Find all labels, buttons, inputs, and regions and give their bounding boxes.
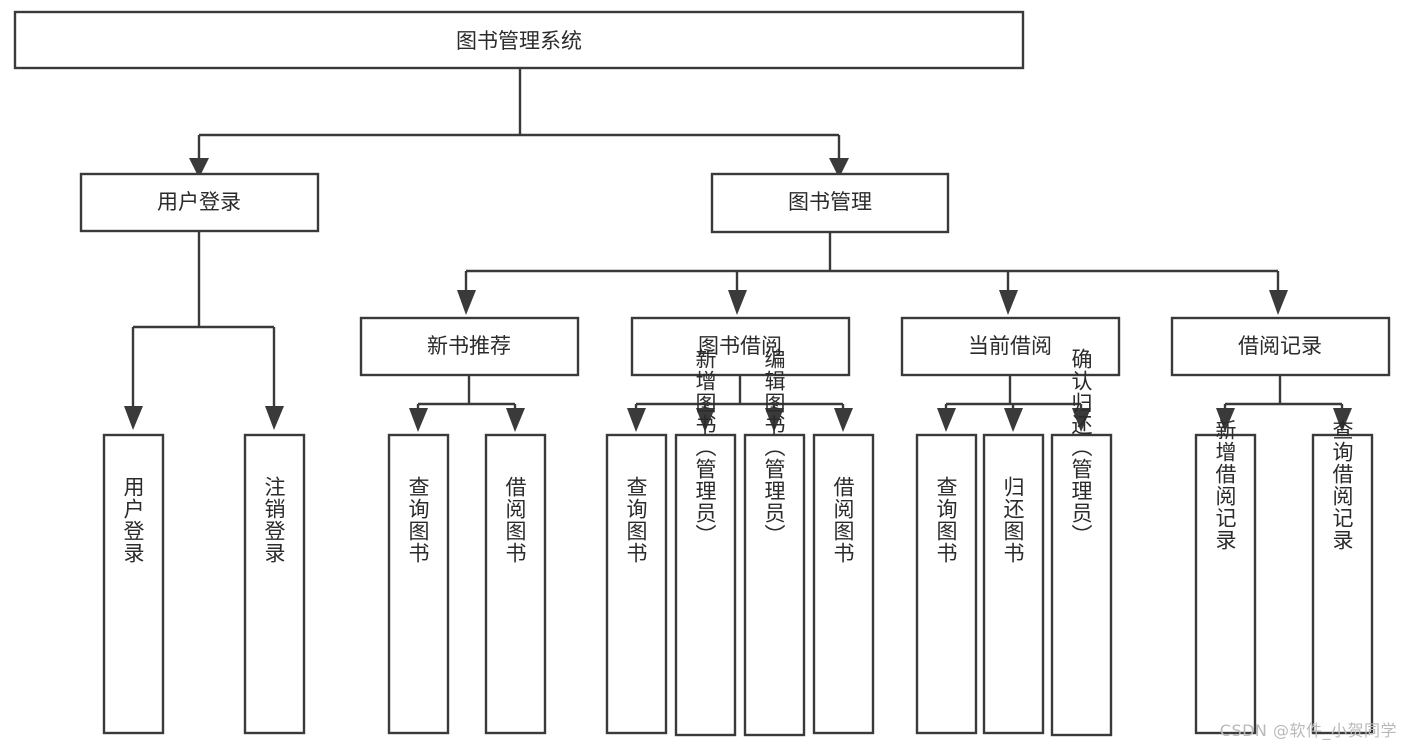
arrowhead-leaf-borrow-add xyxy=(696,408,715,432)
node-leaf-borrow-add[interactable]: 新增图书（管理员） xyxy=(674,348,737,737)
node-leaf-cur-query-box[interactable] xyxy=(915,433,978,735)
arrowhead-leaf-borrow-do xyxy=(834,408,853,432)
arrowhead-book-borrow xyxy=(728,290,747,315)
node-new-book-rec[interactable]: 新书推荐 xyxy=(359,316,580,377)
node-leaf-rec-add-label: 新增借阅记录 xyxy=(1213,419,1237,551)
node-leaf-rec-borrow[interactable]: 借阅图书 xyxy=(484,433,547,735)
node-borrow-record-label: 借阅记录 xyxy=(1238,334,1322,358)
node-leaf-borrow-edit[interactable]: 编辑图书（管理员） xyxy=(743,348,806,737)
arrowhead-leaf-borrow-edit xyxy=(765,408,784,432)
node-root-box[interactable] xyxy=(13,10,1025,70)
arrowhead-leaf-rec-add xyxy=(1216,408,1235,432)
arrowhead-leaf-rec-borrow xyxy=(506,408,525,432)
node-leaf-cur-confirm-box[interactable] xyxy=(1050,433,1113,737)
node-leaf-cur-query[interactable]: 查询图书 xyxy=(915,433,978,735)
node-current-borrow[interactable]: 当前借阅 xyxy=(900,316,1121,377)
node-leaf-borrow-edit-box[interactable] xyxy=(743,433,806,737)
node-current-borrow-box[interactable] xyxy=(900,316,1121,377)
node-user-login-box[interactable] xyxy=(79,172,320,233)
node-leaf-rec-query2-box[interactable] xyxy=(1311,433,1374,735)
node-book-borrow[interactable]: 图书借阅 xyxy=(630,316,851,377)
node-book-borrow-label: 图书借阅 xyxy=(698,334,782,358)
arrowhead-userlogin xyxy=(189,158,209,178)
node-current-borrow-label: 当前借阅 xyxy=(968,334,1052,358)
node-borrow-record-box[interactable] xyxy=(1170,316,1391,377)
node-leaf-borrow-add-label: 新增图书（管理员） xyxy=(693,348,717,546)
arrowhead-new-book-rec xyxy=(457,290,476,315)
node-leaf-borrow-do-box[interactable] xyxy=(812,433,875,735)
node-leaf-user-login-box[interactable] xyxy=(102,433,165,735)
arrowhead-leaf-rec-query2 xyxy=(1333,408,1352,432)
node-leaf-borrow-query-label: 查询图书 xyxy=(624,476,648,564)
node-leaf-user-login-label: 用户登录 xyxy=(121,476,145,564)
arrowhead-leaf-cur-query xyxy=(937,408,956,432)
arrowhead-leaf-rec-query xyxy=(409,408,428,432)
node-book-manage-box[interactable] xyxy=(710,172,950,234)
arrowhead-leaf-user-login xyxy=(124,406,143,430)
node-leaf-rec-add[interactable]: 新增借阅记录 xyxy=(1194,419,1257,735)
node-book-borrow-box[interactable] xyxy=(630,316,851,377)
node-user-login-label: 用户登录 xyxy=(157,190,241,214)
node-root[interactable]: 图书管理系统 xyxy=(13,10,1025,70)
node-leaf-borrow-edit-label: 编辑图书（管理员） xyxy=(762,348,786,546)
node-leaf-cur-query-label: 查询图书 xyxy=(934,476,958,564)
node-leaf-cur-return-label: 归还图书 xyxy=(1001,476,1025,564)
node-leaf-borrow-do[interactable]: 借阅图书 xyxy=(812,433,875,735)
node-book-manage[interactable]: 图书管理 xyxy=(710,172,950,234)
node-leaf-rec-add-box[interactable] xyxy=(1194,433,1257,735)
node-leaf-rec-borrow-box[interactable] xyxy=(484,433,547,735)
arrowhead-leaf-cur-return xyxy=(1004,408,1023,432)
node-leaf-user-logout[interactable]: 注销登录 xyxy=(243,433,306,735)
arrowhead-bookmanage xyxy=(829,158,849,178)
node-leaf-borrow-do-label: 借阅图书 xyxy=(831,476,855,564)
node-user-login[interactable]: 用户登录 xyxy=(79,172,320,233)
node-leaf-cur-confirm-label: 确认归还（管理员） xyxy=(1069,348,1093,546)
connector-group xyxy=(124,68,1352,432)
arrowhead-borrow-record xyxy=(1269,290,1288,315)
node-leaf-rec-query[interactable]: 查询图书 xyxy=(387,433,450,735)
node-leaf-borrow-add-box[interactable] xyxy=(674,433,737,737)
arrowhead-leaf-cur-confirm xyxy=(1072,408,1091,432)
node-leaf-cur-return-box[interactable] xyxy=(982,433,1045,735)
node-leaf-cur-confirm[interactable]: 确认归还（管理员） xyxy=(1050,348,1113,737)
node-root-label: 图书管理系统 xyxy=(456,29,582,53)
node-leaf-borrow-query[interactable]: 查询图书 xyxy=(605,433,668,735)
node-leaf-rec-borrow-label: 借阅图书 xyxy=(503,476,527,564)
node-leaf-rec-query2-label: 查询借阅记录 xyxy=(1330,419,1354,551)
node-leaf-borrow-query-box[interactable] xyxy=(605,433,668,735)
node-leaf-rec-query-box[interactable] xyxy=(387,433,450,735)
arrowhead-leaf-borrow-query xyxy=(627,408,646,432)
node-book-manage-label: 图书管理 xyxy=(788,190,872,214)
node-leaf-user-logout-label: 注销登录 xyxy=(262,476,286,564)
node-new-book-rec-label: 新书推荐 xyxy=(427,334,511,358)
node-leaf-rec-query-label: 查询图书 xyxy=(406,476,430,564)
node-leaf-user-logout-box[interactable] xyxy=(243,433,306,735)
node-leaf-cur-return[interactable]: 归还图书 xyxy=(982,433,1045,735)
arrowhead-current-borrow xyxy=(999,290,1018,315)
csdn-watermark: CSDN @软件_小贺同学 xyxy=(1219,721,1397,740)
arrowhead-leaf-user-logout xyxy=(265,406,284,430)
node-borrow-record[interactable]: 借阅记录 xyxy=(1170,316,1391,377)
node-new-book-rec-box[interactable] xyxy=(359,316,580,377)
node-leaf-rec-query2[interactable]: 查询借阅记录 xyxy=(1311,419,1374,735)
node-leaf-user-login[interactable]: 用户登录 xyxy=(102,433,165,735)
